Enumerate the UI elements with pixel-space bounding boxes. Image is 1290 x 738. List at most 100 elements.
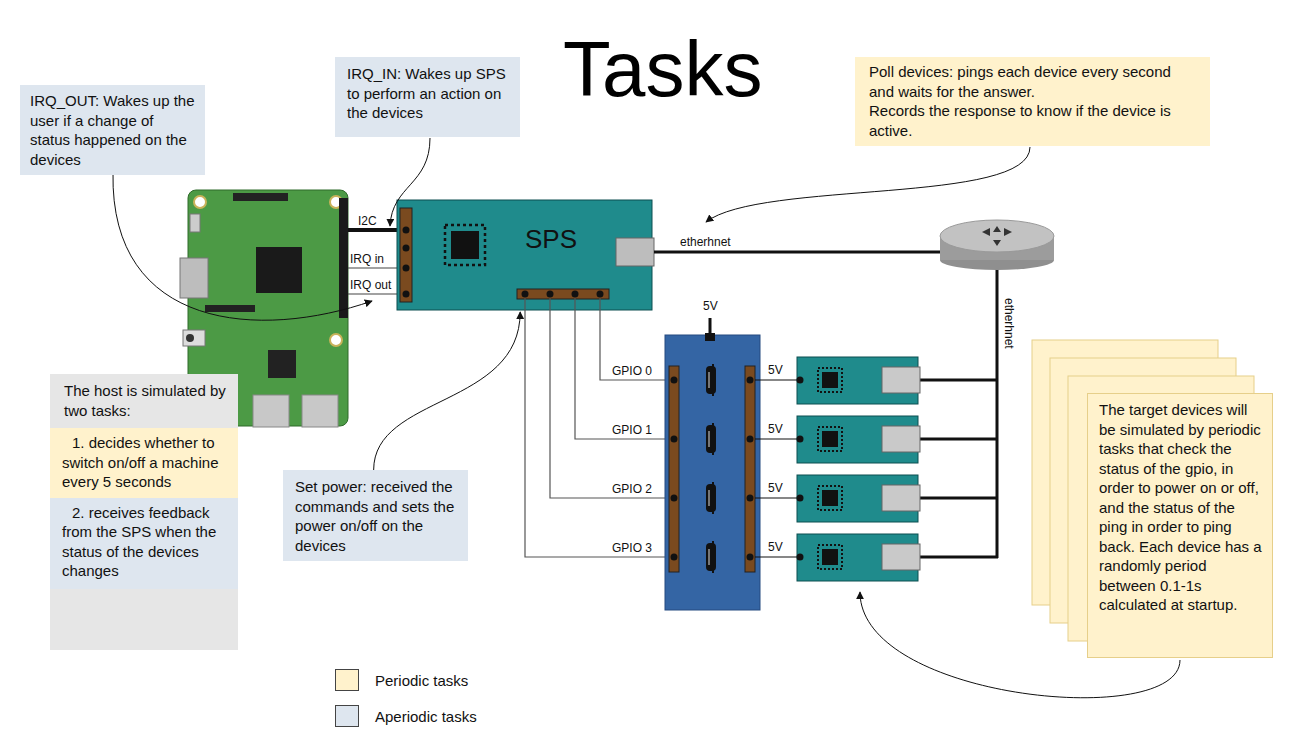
pin xyxy=(747,495,754,502)
pin xyxy=(572,291,579,298)
hdmi-port xyxy=(180,258,208,298)
pin xyxy=(547,291,554,298)
target-device xyxy=(797,534,921,581)
node-text: IRQ_OUT: Wakes up the user if a change o… xyxy=(30,91,195,169)
ethernet-cable xyxy=(920,556,998,559)
target-device xyxy=(797,475,921,522)
signal-label: I2C xyxy=(358,214,377,228)
power-wire xyxy=(755,438,800,439)
chip xyxy=(268,350,296,378)
legend-swatch xyxy=(335,705,359,727)
pin xyxy=(747,436,754,443)
mount-hole xyxy=(194,196,206,208)
irq-out-wire xyxy=(348,293,404,294)
sps-board xyxy=(397,200,654,310)
node-text: IRQ_IN: Wakes up SPS to perform an actio… xyxy=(347,64,510,123)
node-text: Records the response to know if the devi… xyxy=(869,101,1200,140)
pin xyxy=(403,245,410,252)
chip-pins xyxy=(445,225,485,265)
callout-note: Set power: received the commands and set… xyxy=(283,470,468,561)
pin xyxy=(747,554,754,561)
leader-line xyxy=(113,173,372,320)
connector-strip xyxy=(745,366,755,572)
pin xyxy=(597,291,604,298)
pin xyxy=(671,436,678,443)
relay xyxy=(706,482,716,514)
legend-text: Aperiodic tasks xyxy=(375,707,477,726)
node-text: The target devices will be simulated by … xyxy=(1099,400,1264,615)
connector xyxy=(374,312,521,470)
legend-text: Periodic tasks xyxy=(375,671,468,690)
node-text: 1. decides whether to switch on/off a ma… xyxy=(62,433,228,492)
signal-label: 5V xyxy=(768,422,783,436)
signal-label: IRQ out xyxy=(350,278,391,292)
gpio-wire xyxy=(600,298,675,380)
relay xyxy=(706,364,716,396)
router-arrows xyxy=(982,226,1012,246)
micro-usb xyxy=(190,214,200,232)
pin xyxy=(671,377,678,384)
power-connector xyxy=(705,333,715,341)
usb-port xyxy=(302,395,338,427)
sps-board: SPS xyxy=(397,200,652,310)
task-box: 2. receives feedback from the SPS when t… xyxy=(50,498,238,589)
leader-line xyxy=(390,138,430,226)
leader-line xyxy=(706,147,1030,222)
host-panel: The host is simulated by two tasks: 1. de… xyxy=(50,374,238,650)
signal-label: GPIO 2 xyxy=(612,482,652,496)
pin xyxy=(671,554,678,561)
ethernet-port xyxy=(616,238,654,266)
router-icon xyxy=(940,220,1054,270)
pin xyxy=(403,291,410,298)
signal-label: 5V xyxy=(768,481,783,495)
router-top xyxy=(940,220,1054,252)
gpio-strip xyxy=(517,289,609,299)
connector-strip xyxy=(400,208,412,302)
pin xyxy=(747,377,754,384)
node-text: Set power: received the commands and set… xyxy=(295,477,458,555)
callout-note: IRQ_IN: Wakes up SPS to perform an actio… xyxy=(335,57,520,137)
ethernet-cable xyxy=(654,251,942,254)
node-text: 2. receives feedback from the SPS when t… xyxy=(62,503,228,581)
camera-connector xyxy=(233,193,288,201)
relay xyxy=(706,541,716,573)
node-text: The host is simulated by two tasks: xyxy=(50,381,238,428)
power-wire xyxy=(755,497,800,498)
audio-jack xyxy=(183,330,205,346)
relay-pcb xyxy=(665,335,760,610)
audio-jack xyxy=(186,334,194,342)
ethernet-cable xyxy=(920,438,998,441)
task-box: 1. decides whether to switch on/off a ma… xyxy=(50,428,238,498)
gpio-wire xyxy=(525,298,675,557)
power-wire xyxy=(755,379,800,380)
signal-label: GPIO 0 xyxy=(612,364,652,378)
pin xyxy=(403,265,410,272)
signal-label: IRQ in xyxy=(350,252,384,266)
signal-label: etherhnet xyxy=(1002,298,1016,349)
signal-label: 5V xyxy=(768,540,783,554)
relay-board xyxy=(665,318,760,610)
signal-label: GPIO 3 xyxy=(612,541,652,555)
ethernet-cable xyxy=(920,379,998,382)
mount-hole xyxy=(330,334,342,346)
soc-chip xyxy=(256,247,302,293)
gpio-wire xyxy=(550,298,675,498)
legend-swatch xyxy=(335,669,359,691)
chip xyxy=(451,231,479,259)
irq-in-wire xyxy=(348,267,404,268)
callout-note: The target devices will be simulated by … xyxy=(1087,393,1273,658)
gpio-wire xyxy=(575,298,675,439)
node-text: Poll devices: pings each device every se… xyxy=(869,62,1200,101)
ethernet-cable xyxy=(996,262,999,558)
signal-label: 5V xyxy=(703,299,718,313)
i2c-wire xyxy=(348,228,404,232)
callout-note: Poll devices: pings each device every se… xyxy=(855,57,1210,146)
node-text: SPS xyxy=(525,224,642,254)
target-device xyxy=(797,357,921,404)
callout-note: IRQ_OUT: Wakes up the user if a change o… xyxy=(20,85,205,175)
power-wire xyxy=(755,556,800,557)
sps-pcb xyxy=(397,200,652,310)
connector-strip xyxy=(669,366,679,572)
